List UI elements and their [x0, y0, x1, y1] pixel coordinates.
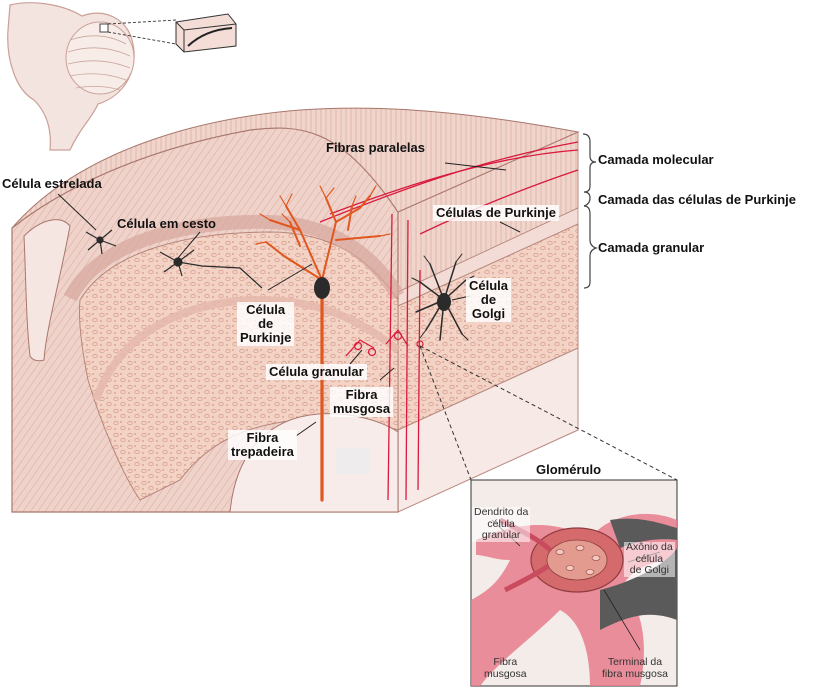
label-line: Terminal da: [607, 656, 663, 668]
label-line: granular: [481, 529, 521, 542]
label-terminal-fibra-musgosa: Terminal da fibra musgosa: [602, 656, 668, 680]
label-celula-de-purkinje: Célula de Purkinje: [237, 302, 295, 347]
brain-overview: [7, 2, 237, 151]
label-line: Fibra: [345, 387, 378, 402]
label-line: célula: [487, 517, 515, 530]
zoom-lines: [419, 345, 678, 481]
layer-brace: [582, 133, 598, 289]
label-line: Axônio da: [626, 541, 673, 553]
label-line: célula: [635, 552, 664, 565]
purkinje-neuron: [255, 185, 391, 502]
label-line: Célula: [469, 278, 509, 293]
label-line: de Golgi: [629, 564, 669, 577]
label-line: Fibra: [246, 430, 279, 445]
label-camada-granular: Camada granular: [598, 240, 705, 255]
label-line: musgosa: [333, 401, 391, 417]
basket-neuron: [159, 249, 263, 289]
label-camada-purkinje: Camada das células de Purkinje: [598, 192, 796, 207]
granule-cells: [345, 328, 424, 357]
label-line: musgosa: [484, 667, 527, 680]
label-line: fibra musgosa: [602, 667, 668, 680]
label-line: trepadeira: [231, 444, 294, 460]
label-fibras-paralelas: Fibras paralelas: [326, 140, 425, 155]
label-celula-granular: Célula granular: [266, 364, 367, 381]
label-glomerulo: Glomérulo: [536, 462, 602, 477]
label-dendrito-celula-granular: Dendrito da célula granular: [472, 506, 531, 542]
label-fibra-trepadeira: Fibra trepadeira: [228, 430, 297, 461]
label-camada-molecular: Camada molecular: [598, 152, 714, 167]
label-celulas-de-purkinje: Células de Purkinje: [433, 205, 559, 222]
label-inset-fibra-musgosa: Fibra musgosa: [484, 656, 527, 680]
label-fibra-musgosa: Fibra musgosa: [330, 387, 394, 418]
leader-lines: [57, 162, 521, 437]
label-line: Célula: [246, 302, 286, 317]
label-celula-em-cesto: Célula em cesto: [117, 216, 216, 231]
label-line: Golgi: [471, 306, 506, 322]
label-line: de: [258, 316, 274, 332]
stellate-neuron: [85, 229, 117, 255]
label-line: de: [480, 292, 497, 308]
label-celula-estrelada: Célula estrelada: [2, 176, 102, 191]
label-line: Fibra: [493, 656, 518, 668]
label-line: Purkinje: [240, 330, 292, 346]
label-celula-de-golgi: Célula de Golgi: [466, 278, 512, 323]
label-axonio-celula-golgi: Axônio da célula de Golgi: [624, 541, 675, 577]
label-line: Dendrito da: [474, 506, 529, 518]
